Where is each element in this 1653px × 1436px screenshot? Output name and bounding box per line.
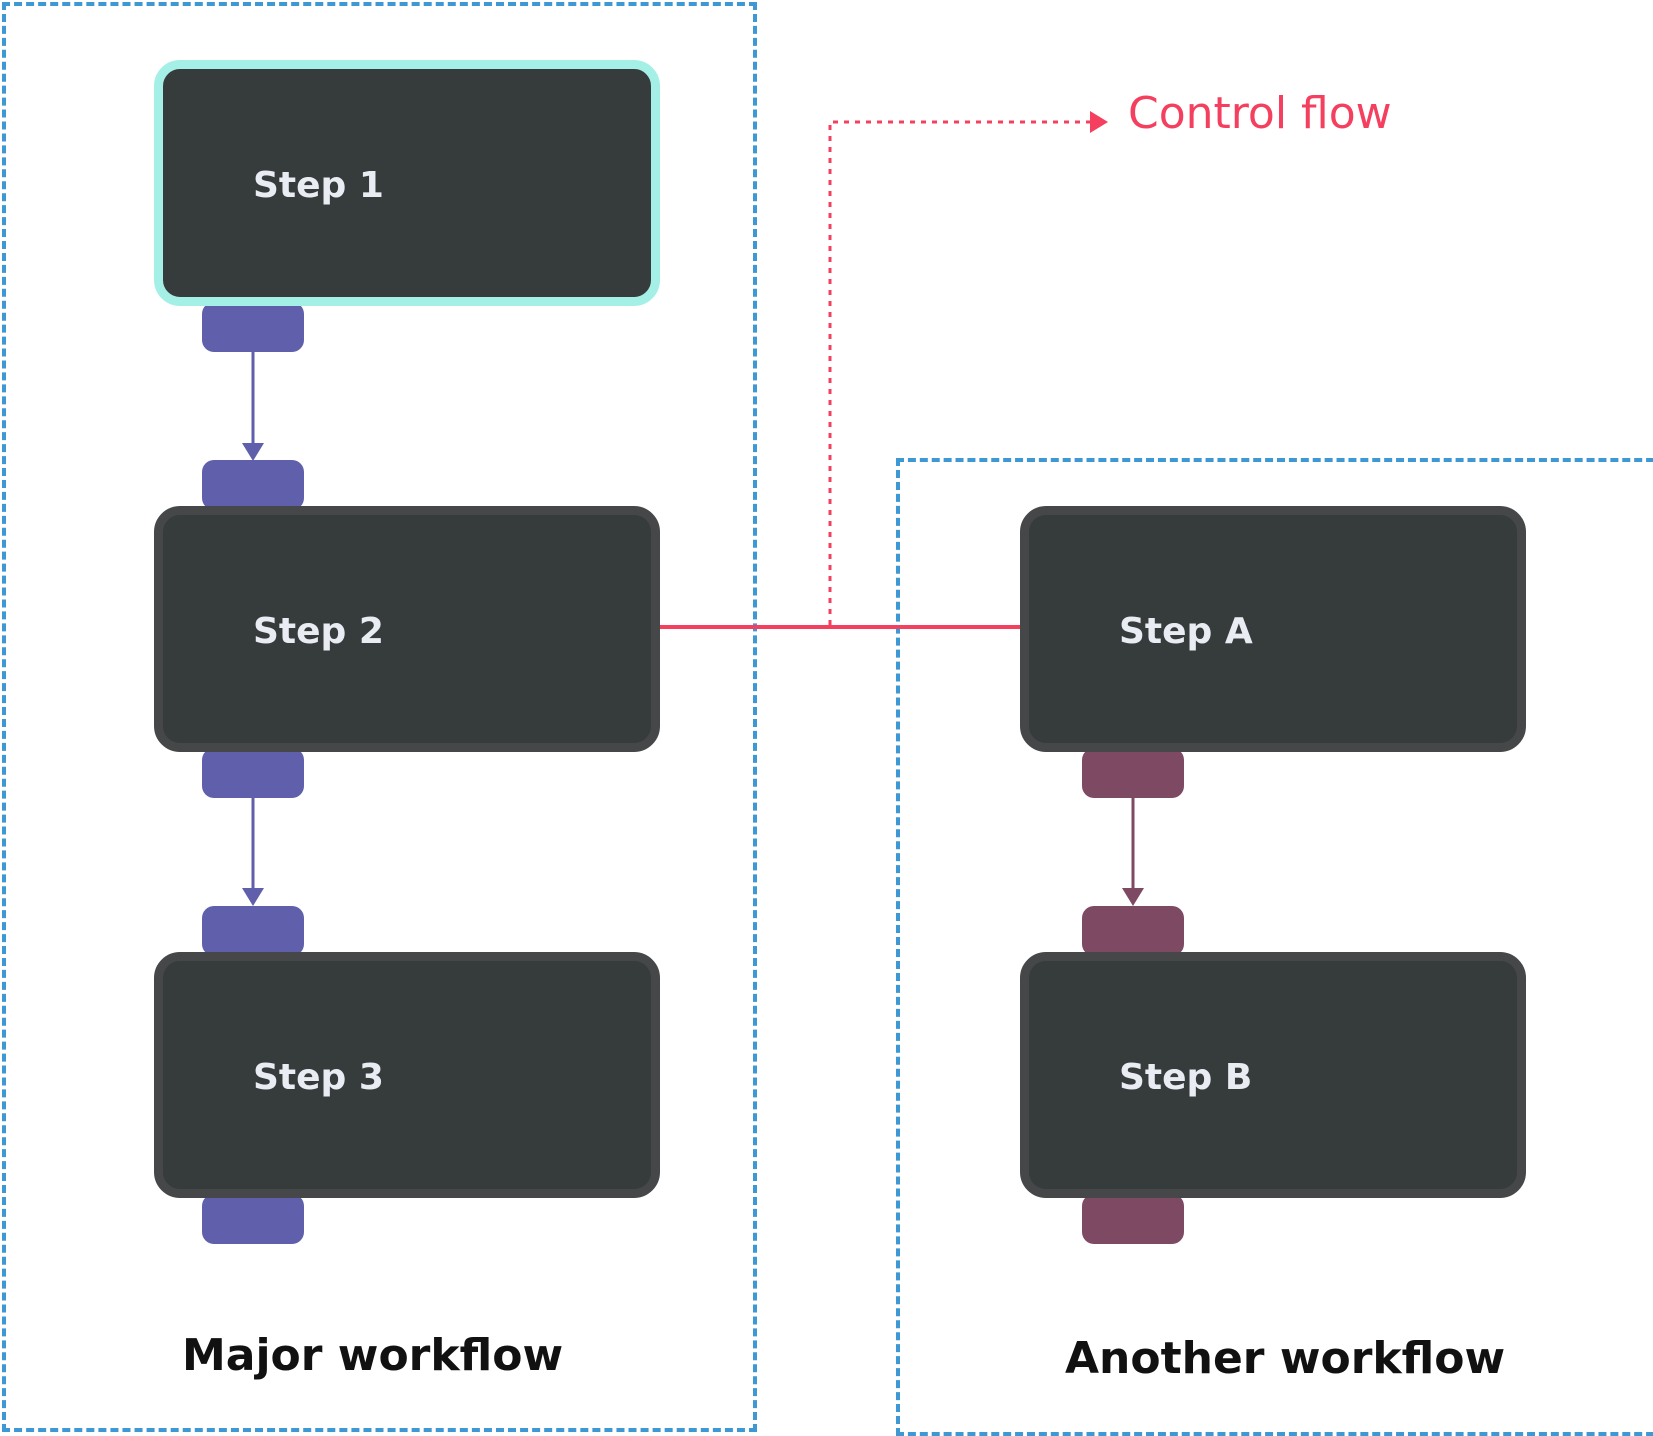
group-major-workflow [2, 2, 757, 1432]
step-b-node[interactable]: Step B [1020, 952, 1526, 1198]
step-1-node[interactable]: Step 1 [154, 60, 660, 306]
group-another-label: Another workflow [1065, 1333, 1506, 1384]
step-a-node[interactable]: Step A [1020, 506, 1526, 752]
group-another-workflow [896, 458, 1653, 1436]
legend-control-flow-label: Control flow [1128, 88, 1392, 139]
step-2-label: Step 2 [253, 611, 384, 652]
arrowhead-step3 [242, 888, 264, 906]
arrowhead-stepb [1122, 888, 1144, 906]
legend-arrowhead [1090, 111, 1108, 133]
step-3-label: Step 3 [253, 1057, 384, 1098]
step-2-input-port [202, 460, 304, 510]
step-1-output-port [202, 302, 304, 352]
step-b-input-port [1082, 906, 1184, 956]
step-3-input-port [202, 906, 304, 956]
step-3-node[interactable]: Step 3 [154, 952, 660, 1198]
step-3-output-port [202, 1194, 304, 1244]
step-a-label: Step A [1119, 611, 1253, 652]
step-b-label: Step B [1119, 1057, 1253, 1098]
step-b-output-port [1082, 1194, 1184, 1244]
step-a-output-port [1082, 748, 1184, 798]
step-1-label: Step 1 [253, 165, 384, 206]
step-2-output-port [202, 748, 304, 798]
step-2-node[interactable]: Step 2 [154, 506, 660, 752]
group-major-label: Major workflow [182, 1330, 564, 1381]
arrowhead-step2 [242, 443, 264, 461]
legend-dotted-line [828, 120, 1090, 625]
